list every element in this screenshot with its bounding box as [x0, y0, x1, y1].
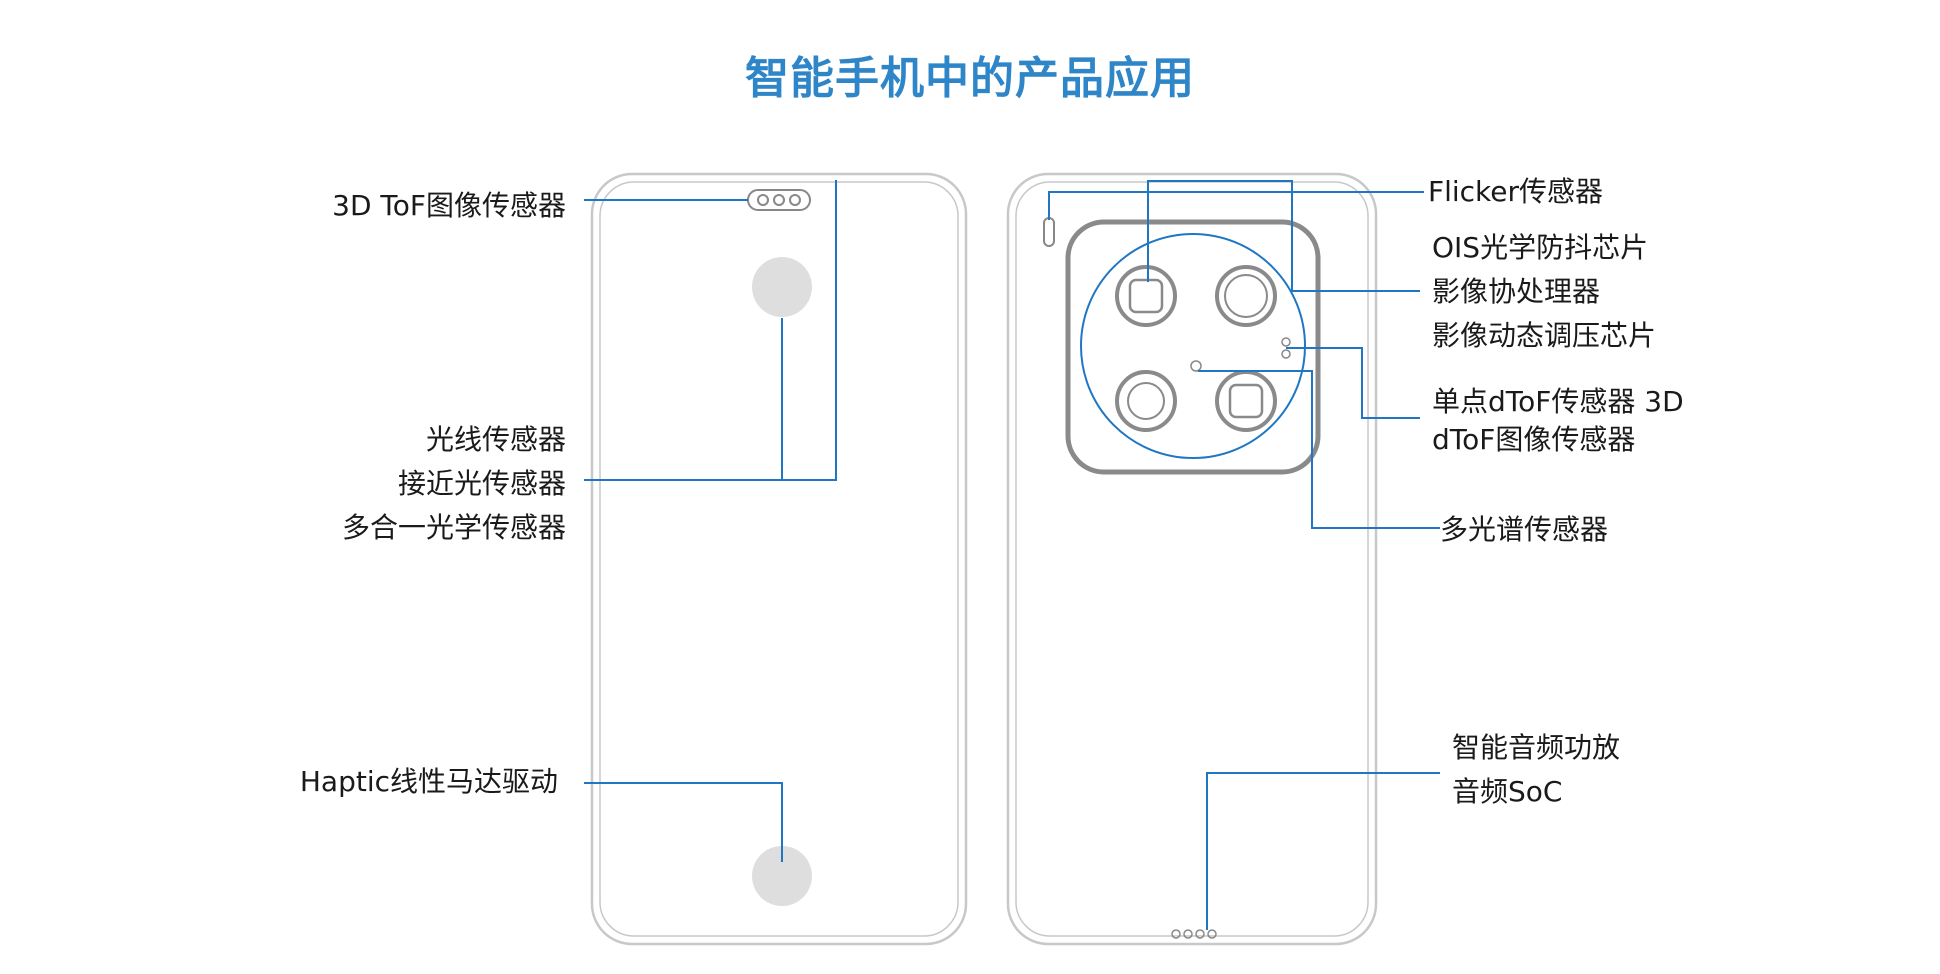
label-dtof-line2: dToF图像传感器	[1432, 423, 1636, 456]
multispectral-dot	[1190, 360, 1202, 372]
lens-top-left-square	[1128, 278, 1164, 314]
camera-module	[1065, 219, 1321, 475]
label-multispectral: 多光谱传感器	[1440, 513, 1609, 546]
camera-ring	[1080, 233, 1306, 459]
ambient-sensor-circle	[752, 257, 812, 317]
leader-flicker	[1048, 191, 1424, 220]
label-multi-optical: 多合一光学传感器	[341, 511, 566, 544]
leader-haptic	[584, 782, 783, 862]
label-haptic: Haptic线性马达驱动	[299, 765, 558, 798]
label-proximity-sensor: 接近光传感器	[397, 467, 566, 500]
leader-dtof	[1286, 347, 1420, 419]
speaker-hole-2	[1183, 929, 1193, 939]
leader-audio	[1206, 772, 1440, 930]
leader-proximity-top	[584, 180, 837, 481]
label-light-sensor: 光线传感器	[425, 423, 566, 456]
back-phone	[1006, 172, 1378, 946]
lens-bottom-right	[1215, 370, 1277, 432]
lens-top-left	[1115, 265, 1177, 327]
leader-ois	[1147, 180, 1420, 292]
front-phone-outer	[590, 172, 968, 946]
leader-lines	[584, 180, 1440, 930]
back-phone-outer	[1006, 172, 1378, 946]
label-tof3d: 3D ToF图像传感器	[332, 189, 566, 222]
front-sensor-dot-3	[789, 194, 801, 206]
lens-bottom-left-inner	[1127, 382, 1165, 420]
lens-top-right-inner	[1224, 274, 1268, 318]
label-dtof-line1: 单点dToF传感器 3D	[1432, 385, 1684, 418]
lens-bottom-right-square	[1228, 383, 1264, 419]
front-phone-inner	[599, 181, 959, 937]
lens-top-right	[1215, 265, 1277, 327]
front-phone	[590, 172, 968, 946]
label-smart-amp: 智能音频功放	[1452, 731, 1621, 764]
dtof-dot-1	[1281, 337, 1291, 347]
label-ois: OIS光学防抖芯片	[1432, 231, 1649, 264]
speaker-hole-1	[1171, 929, 1181, 939]
label-coprocessor: 影像协处理器	[1432, 275, 1601, 308]
speaker-hole-4	[1207, 929, 1217, 939]
label-dynamic-chip: 影像动态调压芯片	[1432, 319, 1657, 352]
front-sensor-dot-2	[773, 194, 785, 206]
dtof-dot-2	[1281, 349, 1291, 359]
diagram-title: 智能手机中的产品应用	[745, 53, 1195, 104]
front-sensor-dot-1	[757, 194, 769, 206]
label-audio-soc: 音频SoC	[1452, 775, 1563, 808]
label-flicker: Flicker传感器	[1428, 175, 1604, 208]
lens-bottom-left	[1115, 370, 1177, 432]
leader-multispectral	[1198, 370, 1440, 529]
flicker-slot	[1043, 217, 1055, 247]
speaker-hole-3	[1195, 929, 1205, 939]
haptic-motor-circle	[752, 846, 812, 906]
